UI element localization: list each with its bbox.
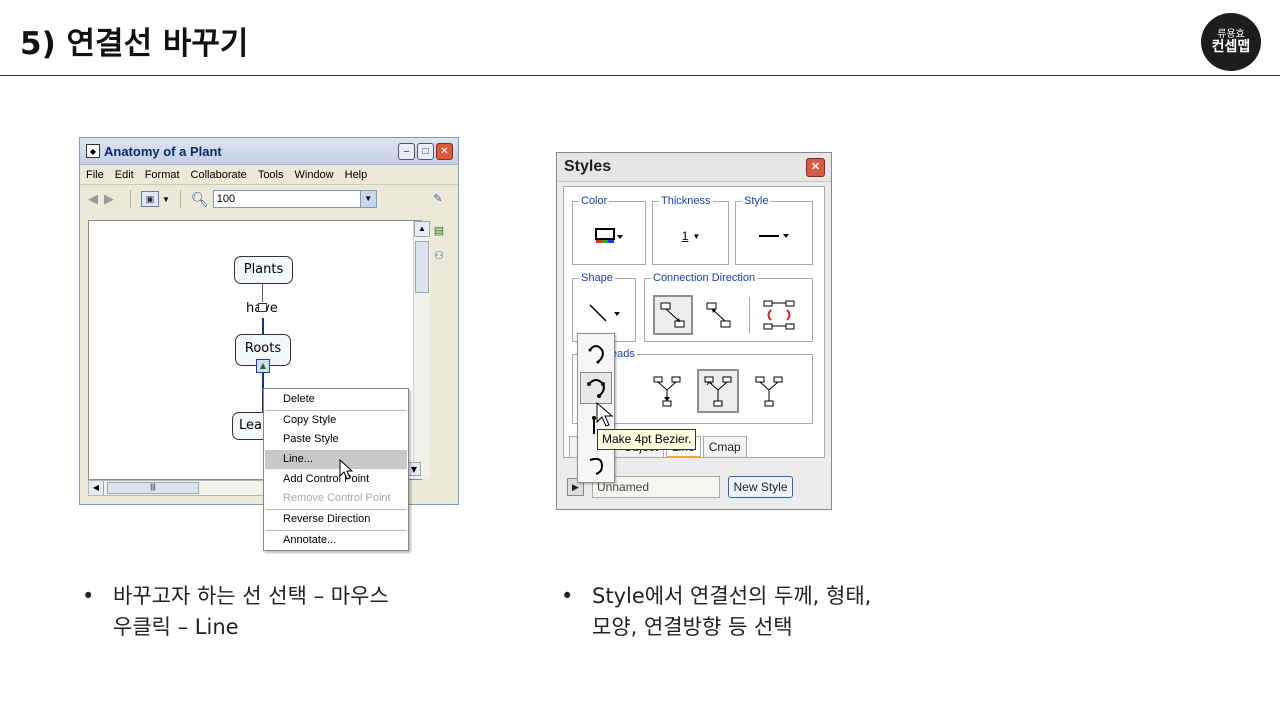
link-line bbox=[262, 284, 263, 302]
scroll-up-button[interactable]: ▲ bbox=[414, 221, 430, 237]
style-group: Style bbox=[735, 195, 813, 265]
bezier-4pt-icon[interactable] bbox=[580, 372, 612, 404]
tab-cmap[interactable]: Cmap bbox=[702, 436, 747, 458]
node-plants[interactable]: Plants bbox=[234, 256, 293, 284]
bullet-dot: • bbox=[561, 584, 574, 608]
right-bullet-line2: 모양, 연결방향 등 선택 bbox=[592, 615, 793, 639]
arc-shape-icon[interactable] bbox=[580, 448, 612, 480]
scroll-thumb[interactable]: ||| bbox=[107, 482, 199, 494]
color-group: Color bbox=[572, 195, 646, 265]
style-label: Style bbox=[742, 195, 771, 207]
menu-item-reverse-direction[interactable]: Reverse Direction bbox=[283, 513, 371, 525]
toolbar: ◀ ▶ ▣ ▼ 🔍︎ 100 ▼ ✎ bbox=[80, 185, 458, 213]
menu-item-annotate[interactable]: Annotate... bbox=[283, 534, 337, 546]
menu-collaborate[interactable]: Collaborate bbox=[190, 168, 247, 181]
menu-item-line[interactable]: Line... bbox=[265, 450, 407, 469]
styles-palette: Styles ✕ Color Thickness 1 ▼ Style S bbox=[556, 152, 832, 510]
menu-item-add-control-point[interactable]: Add Control Point bbox=[283, 473, 370, 485]
close-icon[interactable]: ✕ bbox=[806, 158, 825, 177]
view-icon[interactable]: ▣ bbox=[141, 191, 159, 207]
horizontal-scrollbar[interactable]: ◀ ||| bbox=[88, 480, 264, 496]
menu-bar: File Edit Format Collaborate Tools Windo… bbox=[80, 165, 458, 185]
app-icon: ◆ bbox=[86, 144, 100, 158]
menu-item-delete[interactable]: Delete bbox=[283, 393, 315, 405]
chevron-down-icon[interactable]: ▼ bbox=[359, 191, 376, 207]
zoom-icon: 🔍︎ bbox=[190, 190, 209, 207]
close-button[interactable]: ✕ bbox=[436, 143, 453, 160]
line-shape-picker-icon[interactable] bbox=[583, 299, 627, 327]
styles-titlebar[interactable]: Styles bbox=[557, 153, 831, 182]
style-name-field[interactable]: Unnamed bbox=[592, 476, 720, 498]
connection-direction-group: Connection Direction bbox=[644, 272, 813, 342]
forward-arrow-icon[interactable]: ▶ bbox=[104, 191, 114, 206]
logo: 류용효 컨셉맵 bbox=[1201, 13, 1261, 71]
mouse-cursor-icon bbox=[596, 402, 614, 427]
tooltip: Make 4pt Bezier. bbox=[597, 429, 697, 450]
line-style-panel: Color Thickness 1 ▼ Style Shape bbox=[563, 186, 825, 458]
thickness-label: Thickness bbox=[659, 195, 713, 207]
scroll-down-button[interactable]: ▼ bbox=[407, 462, 421, 476]
direction-forward-icon[interactable] bbox=[653, 295, 693, 335]
share-icon[interactable]: ⚇ bbox=[434, 250, 444, 262]
window-titlebar[interactable]: ◆ Anatomy of a Plant – □ ✕ bbox=[80, 138, 458, 165]
arrowhead-down-icon[interactable] bbox=[647, 371, 687, 411]
direction-backward-icon[interactable] bbox=[699, 295, 739, 335]
styles-title: Styles bbox=[564, 158, 612, 175]
menu-tools[interactable]: Tools bbox=[257, 168, 284, 181]
chevron-down-icon[interactable]: ▼ bbox=[162, 194, 170, 204]
shape-label: Shape bbox=[579, 272, 615, 284]
chevron-down-icon: ▼ bbox=[692, 231, 701, 241]
menu-format[interactable]: Format bbox=[144, 168, 180, 181]
scroll-left-button[interactable]: ◀ bbox=[89, 481, 104, 495]
selected-link-handle-icon[interactable]: ▲ bbox=[256, 359, 270, 373]
left-bullet: • 바꾸고자 하는 선 선택 – 마우스 우클릭 – Line bbox=[82, 581, 389, 643]
direction-swap-icon[interactable] bbox=[759, 295, 799, 335]
line-style-picker-icon[interactable] bbox=[754, 222, 794, 250]
logo-line2: 컨셉맵 bbox=[1211, 38, 1251, 55]
menu-window[interactable]: Window bbox=[294, 168, 334, 181]
color-picker-icon[interactable] bbox=[589, 222, 629, 250]
link-line[interactable] bbox=[262, 318, 264, 334]
thickness-picker[interactable]: 1 ▼ bbox=[671, 222, 711, 250]
elbow-shape-icon[interactable] bbox=[580, 410, 612, 442]
slide-title: 5) 연결선 바꾸기 bbox=[20, 26, 249, 62]
curve-shape-icon[interactable] bbox=[580, 338, 612, 370]
mouse-cursor-icon bbox=[339, 459, 353, 480]
color-label: Color bbox=[579, 195, 610, 207]
right-bullet-line1: Style에서 연결선의 두께, 형태, bbox=[592, 584, 872, 608]
arrowhead-plain-icon[interactable] bbox=[749, 371, 789, 411]
menu-edit[interactable]: Edit bbox=[114, 168, 134, 181]
vertical-scrollbar[interactable]: ▲ bbox=[413, 221, 430, 479]
menu-item-copy-style[interactable]: Copy Style bbox=[283, 414, 337, 426]
menu-help[interactable]: Help bbox=[344, 168, 368, 181]
book-icon[interactable]: ▤ bbox=[433, 225, 445, 237]
window-title: Anatomy of a Plant bbox=[104, 143, 222, 159]
connection-direction-label: Connection Direction bbox=[651, 272, 758, 284]
new-style-button[interactable]: New Style bbox=[728, 476, 793, 498]
thickness-group: Thickness 1 ▼ bbox=[652, 195, 729, 265]
thickness-value: 1 bbox=[681, 229, 689, 243]
bullet-dot: • bbox=[82, 584, 95, 608]
logo-line1: 류용효 bbox=[1217, 28, 1245, 40]
menu-file[interactable]: File bbox=[86, 168, 104, 181]
arrowhead-none-icon[interactable] bbox=[697, 369, 739, 413]
right-bullet: • Style에서 연결선의 두께, 형태, 모양, 연결방향 등 선택 bbox=[561, 581, 872, 643]
scroll-thumb[interactable] bbox=[415, 241, 429, 293]
control-handle[interactable] bbox=[258, 303, 267, 312]
arrowheads-label: eads bbox=[609, 348, 637, 360]
left-bullet-line2: 우클릭 – Line bbox=[113, 615, 239, 639]
back-arrow-icon[interactable]: ◀ bbox=[88, 191, 98, 206]
menu-item-remove-control-point: Remove Control Point bbox=[283, 492, 391, 504]
minimize-button[interactable]: – bbox=[398, 143, 415, 160]
left-bullet-line1: 바꾸고자 하는 선 선택 – 마우스 bbox=[113, 584, 389, 608]
title-divider bbox=[0, 75, 1280, 76]
zoom-select[interactable]: 100 ▼ bbox=[212, 190, 377, 208]
menu-item-paste-style[interactable]: Paste Style bbox=[283, 433, 339, 445]
tools-icon[interactable]: ✎ bbox=[433, 193, 443, 205]
shape-group: Shape bbox=[572, 272, 636, 342]
maximize-button[interactable]: □ bbox=[417, 143, 434, 160]
shape-popup-menu bbox=[577, 333, 615, 483]
context-menu: Delete Copy Style Paste Style Line... Ad… bbox=[263, 388, 409, 551]
zoom-value: 100 bbox=[216, 193, 236, 205]
